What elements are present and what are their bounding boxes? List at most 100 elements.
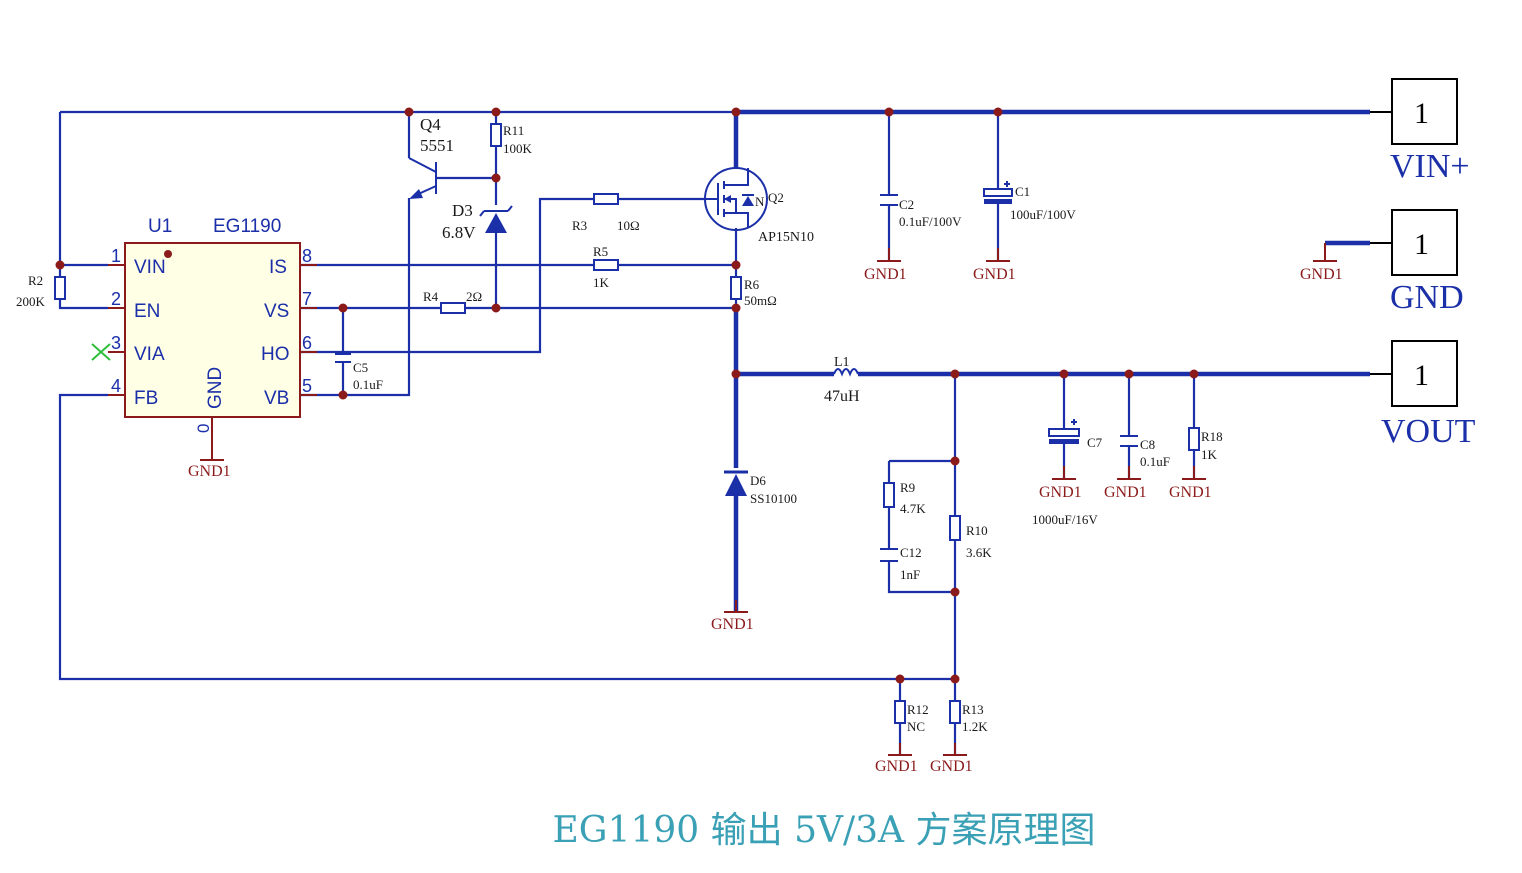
pin6-num: 6 bbox=[302, 333, 312, 353]
c7-electrolytic: C7 1000uF/16V bbox=[1032, 419, 1103, 527]
port-vout: 1 VOUT bbox=[1370, 340, 1476, 450]
r18-ref: R18 bbox=[1201, 429, 1223, 444]
junctions bbox=[55, 107, 1199, 684]
r2-ref: R2 bbox=[28, 273, 43, 288]
port-gnd-name: GND bbox=[1390, 279, 1464, 316]
port-vin: 1 VIN+ bbox=[1370, 78, 1470, 185]
r3-ref: R3 bbox=[572, 218, 587, 233]
c5-capacitor: C5 0.1uF bbox=[335, 353, 383, 392]
r11-resistor: R11 100K bbox=[490, 123, 533, 156]
r5-resistor: R5 1K bbox=[593, 244, 619, 290]
r3-resistor: R3 10Ω bbox=[572, 193, 640, 233]
d6-ref: D6 bbox=[750, 473, 766, 488]
r13-value: 1.2K bbox=[962, 719, 988, 734]
r13-resistor: R13 1.2K bbox=[949, 700, 988, 734]
r13-ref: R13 bbox=[962, 702, 984, 717]
pin2-num: 2 bbox=[111, 289, 121, 309]
gnd-c2: GND1 bbox=[864, 248, 907, 283]
u1-part: EG1190 bbox=[213, 216, 281, 237]
c12-ref: C12 bbox=[900, 545, 922, 560]
c7-value: 1000uF/16V bbox=[1032, 512, 1098, 527]
r12-ref: R12 bbox=[907, 702, 929, 717]
r5-ref: R5 bbox=[593, 244, 608, 259]
pin-vs-name: VS bbox=[264, 301, 289, 322]
gnd-c1: GND1 bbox=[973, 248, 1016, 283]
c1-electrolytic: C1 100uF/100V bbox=[983, 181, 1076, 222]
pin-en-name: EN bbox=[134, 301, 160, 322]
pin1-num: 1 bbox=[111, 246, 121, 266]
gnd-r18: GND1 bbox=[1169, 466, 1212, 501]
q2-n-label: N bbox=[755, 194, 765, 209]
c5-ref: C5 bbox=[353, 360, 368, 375]
pin-vin-name: VIN bbox=[134, 257, 166, 278]
r10-ref: R10 bbox=[966, 523, 988, 538]
q4-ref: Q4 bbox=[420, 115, 441, 134]
l1-ref: L1 bbox=[834, 355, 850, 370]
port-vout-num: 1 bbox=[1414, 359, 1429, 392]
d3-ref: D3 bbox=[452, 201, 473, 220]
gnd-r13-label: GND1 bbox=[930, 758, 973, 775]
l1-value: 47uH bbox=[824, 388, 860, 405]
diagram-title: EG1190 输出 5V/3A 方案原理图 bbox=[553, 810, 1096, 851]
r6-ref: R6 bbox=[744, 277, 760, 292]
gnd-c2-label: GND1 bbox=[864, 266, 907, 283]
q4-value: 5551 bbox=[420, 136, 454, 155]
gnd-c7-label: GND1 bbox=[1039, 484, 1082, 501]
u1-ref: U1 bbox=[148, 216, 172, 237]
r4-value: 2Ω bbox=[466, 289, 482, 304]
port-vin-name: VIN+ bbox=[1390, 148, 1470, 185]
c8-ref: C8 bbox=[1140, 437, 1155, 452]
pin3-num: 3 bbox=[111, 333, 121, 353]
gnd-c8: GND1 bbox=[1104, 466, 1147, 501]
r9-value: 4.7K bbox=[900, 501, 926, 516]
r18-resistor: R18 1K bbox=[1188, 427, 1223, 462]
gnd-u1: GND1 bbox=[188, 459, 231, 480]
gnd-r12: GND1 bbox=[875, 743, 918, 775]
gnd-c1-label: GND1 bbox=[973, 266, 1016, 283]
q2-ref: Q2 bbox=[768, 190, 784, 205]
r2-value: 200K bbox=[16, 294, 46, 309]
pin-ho-name: HO bbox=[261, 344, 290, 365]
power-buses bbox=[733, 109, 1370, 612]
r12-resistor: R12 NC bbox=[894, 700, 929, 734]
c8-capacitor: C8 0.1uF bbox=[1120, 435, 1170, 469]
c1-value: 100uF/100V bbox=[1010, 207, 1076, 222]
port-gnd: 1 GND bbox=[1370, 209, 1464, 316]
q4-transistor: Q4 5551 bbox=[408, 115, 454, 199]
d6-value: SS10100 bbox=[750, 491, 797, 506]
r4-resistor: R4 2Ω bbox=[423, 289, 482, 314]
r18-value: 1K bbox=[1201, 447, 1218, 462]
c2-capacitor: C2 0.1uF/100V bbox=[880, 194, 962, 229]
r6-value: 50mΩ bbox=[744, 293, 777, 308]
r9-resistor: R9 4.7K bbox=[883, 480, 926, 516]
c5-value: 0.1uF bbox=[353, 377, 383, 392]
gnd-port-label: GND1 bbox=[1300, 266, 1343, 283]
pin4-num: 4 bbox=[111, 376, 121, 396]
c1-ref: C1 bbox=[1015, 184, 1030, 199]
pin-vb-name: VB bbox=[264, 388, 289, 409]
q2-mosfet: N Q2 AP15N10 bbox=[704, 167, 814, 245]
c8-value: 0.1uF bbox=[1140, 454, 1170, 469]
c12-capacitor: C12 1nF bbox=[880, 545, 922, 582]
pin8-num: 8 bbox=[302, 246, 312, 266]
r3-value: 10Ω bbox=[617, 218, 640, 233]
r11-value: 100K bbox=[503, 141, 533, 156]
gnd-u1-label: GND1 bbox=[188, 463, 231, 480]
d6-diode: D6 SS10100 bbox=[724, 470, 797, 506]
d3-zener: D3 6.8V bbox=[442, 201, 513, 242]
r11-ref: R11 bbox=[503, 123, 524, 138]
r4-ref: R4 bbox=[423, 289, 439, 304]
c2-value: 0.1uF/100V bbox=[899, 214, 962, 229]
gnd-port: GND1 bbox=[1300, 243, 1343, 283]
r12-value: NC bbox=[907, 719, 925, 734]
r9-ref: R9 bbox=[900, 480, 915, 495]
pin7-num: 7 bbox=[302, 289, 312, 309]
r10-resistor: R10 3.6K bbox=[949, 515, 992, 560]
r10-value: 3.6K bbox=[966, 545, 992, 560]
pin-fb-name: FB bbox=[134, 388, 158, 409]
c7-ref: C7 bbox=[1087, 435, 1103, 450]
r5-value: 1K bbox=[593, 275, 610, 290]
port-gnd-num: 1 bbox=[1414, 228, 1429, 261]
u1-eg1190: U1 EG1190 1 2 3 4 8 7 6 5 VIN EN VIA FB … bbox=[91, 216, 317, 460]
